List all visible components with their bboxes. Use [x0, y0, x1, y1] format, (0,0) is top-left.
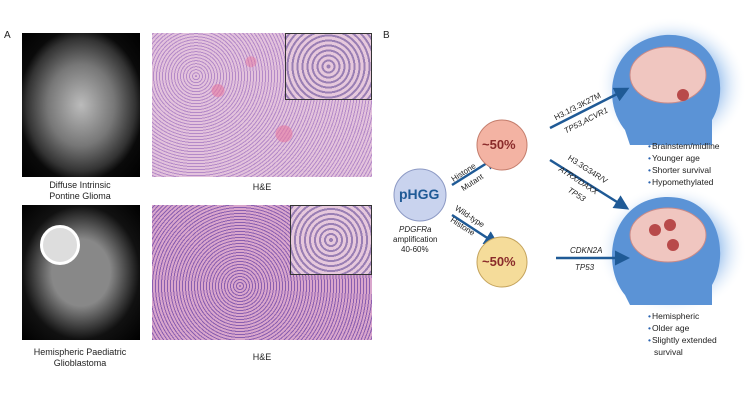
phgg-cell-cluster — [393, 168, 447, 222]
outcome-top-list: Brainstem/midline Younger age Shorter su… — [648, 140, 720, 188]
outcome-item: Hemispheric — [648, 310, 717, 322]
caption-line: Pontine Glioma — [49, 191, 111, 201]
caption-line: Diffuse Intrinsic — [49, 180, 111, 190]
he-top-caption: H&E — [252, 182, 272, 192]
he-inset-bottom — [290, 205, 372, 275]
outcome-item: Hypomethylated — [648, 176, 720, 188]
tumor-brainstem — [677, 89, 689, 101]
outcome-item-continued: survival — [654, 347, 683, 357]
outcome-item: Slightly extended — [648, 334, 717, 346]
caption-line: Glioblastoma — [53, 358, 107, 368]
tumor-hemispheric — [664, 219, 676, 231]
arrow-k27m — [549, 87, 630, 130]
panel-b-label: B — [383, 30, 390, 41]
wildtype-cell-cluster — [476, 236, 528, 288]
mri-axial-image — [22, 205, 140, 340]
he-bottom-caption: H&E — [252, 352, 272, 362]
brain-bottom — [629, 207, 707, 263]
tumor-hemispheric — [667, 239, 679, 251]
wt-tp53-label: TP53 — [575, 263, 595, 272]
arrow-g34 — [549, 158, 630, 210]
cdkn2a-label: CDKN2A — [570, 246, 603, 255]
panel-a-label: A — [4, 30, 11, 41]
tumor-lesion — [40, 225, 80, 265]
arrow-wildtype — [451, 213, 500, 246]
mri-coronal-image — [22, 33, 140, 177]
amplification-label: amplification — [393, 235, 438, 244]
tumor-hemispheric — [649, 224, 661, 236]
outcome-item: Brainstem/midline — [648, 140, 720, 152]
mutant-percent: ~50% — [482, 137, 516, 152]
outcome-bottom-list: Hemispheric Older age Slightly extended … — [648, 310, 717, 358]
amplification-percent: 40-60% — [401, 245, 429, 254]
phgg-label: pHGG — [399, 186, 440, 202]
outcome-item: Shorter survival — [648, 164, 720, 176]
outcome-item: Younger age — [648, 152, 720, 164]
pdgfra-label: PDGFRa — [399, 225, 432, 234]
he-inset-top — [285, 33, 372, 100]
caption-line: Hemispheric Paediatric — [33, 347, 127, 357]
mutant-cell-cluster — [476, 119, 528, 171]
brain-top — [629, 46, 707, 104]
outcome-item: Older age — [648, 322, 717, 334]
wildtype-percent: ~50% — [482, 254, 516, 269]
